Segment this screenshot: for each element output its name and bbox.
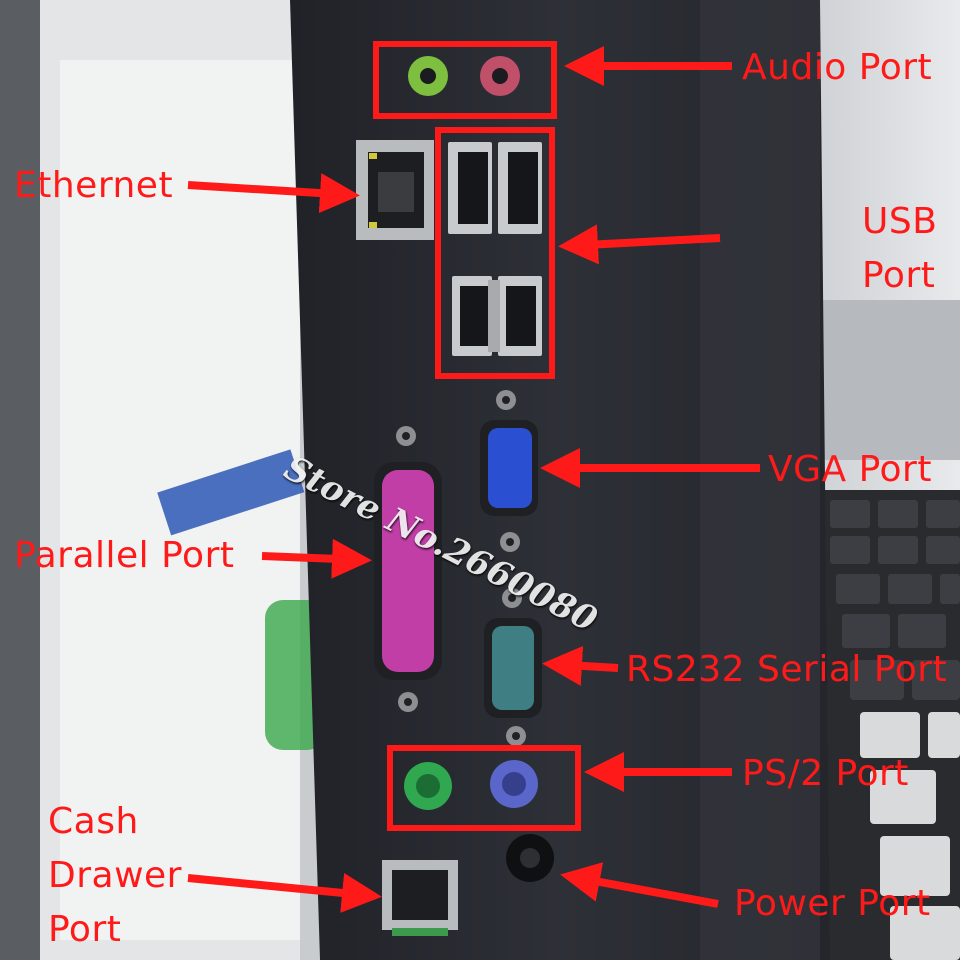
vga-port: [480, 390, 538, 552]
rs232-arrow: [542, 645, 619, 686]
usb-ports: [448, 142, 542, 356]
label-audio-port: Audio Port: [742, 47, 933, 88]
label-parallel-port: Parallel Port: [14, 535, 235, 576]
ethernet-jack: [356, 140, 434, 240]
audio-jacks: [408, 56, 520, 96]
annotation-arrows: [187, 46, 760, 913]
label-power-port: Power Port: [734, 883, 931, 924]
ps2-ports: [404, 760, 538, 810]
ps2-box: [387, 745, 581, 831]
label-ps2-port: PS/2 Port: [742, 753, 909, 794]
highlight-boxes: [373, 41, 581, 831]
label-cash-line1: Cash: [48, 801, 139, 842]
label-cash-line2: Drawer: [48, 855, 182, 896]
label-cash-line3: Port: [48, 909, 122, 950]
label-usb-line1: USB: [862, 201, 938, 242]
cash-drawer-arrow: [187, 873, 382, 913]
keyboard: [820, 490, 960, 960]
label-vga-port: VGA Port: [768, 449, 932, 490]
usb-arrow: [558, 224, 721, 265]
label-usb-line2: Port: [862, 255, 936, 296]
usb-box: [435, 127, 555, 379]
blue-stripe: [157, 449, 305, 536]
power-port: [506, 834, 554, 882]
ethernet-arrow: [187, 173, 360, 214]
audio-box: [373, 41, 557, 119]
rs232-serial-port: [484, 588, 542, 746]
cash-drawer-jack: [382, 860, 458, 936]
parallel-arrow: [261, 538, 372, 579]
power-arrow: [560, 862, 719, 908]
label-ethernet: Ethernet: [14, 165, 174, 206]
parallel-port: [374, 426, 442, 712]
label-rs232-serial-port: RS232 Serial Port: [626, 649, 948, 690]
